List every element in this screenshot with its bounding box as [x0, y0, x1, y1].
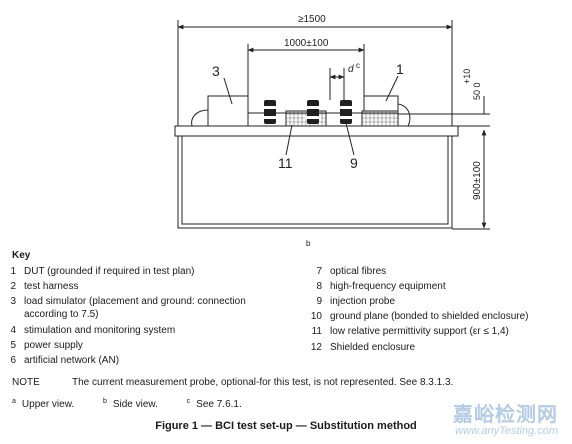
- key-text: high-frequency equipment: [330, 281, 446, 292]
- dimension-label-inner: 1000±100: [284, 38, 329, 49]
- key-number: 8: [316, 281, 322, 292]
- key-text: injection probe: [330, 296, 396, 307]
- key-text: optical fibres: [330, 266, 387, 277]
- callout-9: 9: [350, 155, 358, 171]
- key-text: power supply: [24, 340, 83, 351]
- footnotes: a Upper view. b Side view. c See 7.6.1.: [12, 398, 268, 410]
- footnote-marker-b: b: [306, 239, 311, 248]
- key-text: artificial network (AN): [24, 355, 120, 366]
- footnote-text: See 7.6.1.: [196, 399, 242, 410]
- dut: [363, 95, 399, 113]
- watermark-text: 嘉峪检测网: [453, 404, 558, 426]
- figure-caption: Figure 1 — BCI test set-up — Substitutio…: [155, 420, 417, 432]
- note-text: The current measurement probe, optional-…: [72, 377, 454, 388]
- key-title: Key: [12, 250, 31, 261]
- dimension-label-clear-bottom: 50 0: [472, 82, 482, 100]
- test-setup-diagram: ≥1500 1000±100 d c 3 1 11 9 +10 50 0 900…: [174, 14, 490, 248]
- footnote-text: Side view.: [112, 399, 158, 410]
- footnote-mark: a: [12, 398, 16, 405]
- key-text: ground plane (bonded to shielded enclosu…: [330, 311, 529, 322]
- dimension-label-clear-top: +10: [462, 69, 472, 84]
- footnote: b Side view.: [103, 398, 158, 410]
- watermark-logo: 嘉峪检测网 www.anyTesting.com: [453, 398, 558, 437]
- key-text: according to 7.5): [24, 309, 99, 320]
- dimension-label-height: 900±100: [472, 161, 483, 200]
- dimension-label-total: ≥1500: [298, 14, 326, 25]
- callout-3: 3: [212, 63, 220, 79]
- key-number: 7: [316, 266, 322, 277]
- note: NOTE The current measurement probe, opti…: [12, 377, 453, 388]
- key-number: 3: [10, 296, 16, 307]
- key-number: 11: [311, 326, 322, 337]
- key-number: 1: [10, 266, 16, 277]
- footnote-mark: c: [186, 398, 191, 405]
- footnote-marker-c: c: [356, 61, 360, 70]
- table-top: [174, 125, 459, 137]
- callout-1: 1: [396, 61, 404, 77]
- shielded-enclosure: [177, 135, 453, 229]
- key-number: 5: [10, 340, 16, 351]
- key-number: 12: [310, 342, 322, 353]
- watermark-url: www.anyTesting.com: [455, 425, 558, 437]
- key-number: 10: [310, 311, 322, 322]
- injection-probe: [338, 100, 354, 124]
- support-block-right: [361, 110, 399, 127]
- key-number: 2: [10, 281, 16, 292]
- key-number: 6: [10, 355, 16, 366]
- key-text: Shielded enclosure: [330, 342, 416, 353]
- key-text: load simulator (placement and ground: co…: [24, 296, 246, 307]
- callout-11: 11: [278, 155, 293, 171]
- key-number: 4: [10, 325, 16, 336]
- key-number: 9: [316, 296, 322, 307]
- footnote-mark: b: [102, 398, 107, 405]
- injection-probe: [305, 100, 321, 124]
- footnote: a Upper view.: [12, 398, 74, 410]
- footnote: c See 7.6.1.: [187, 398, 242, 410]
- load-simulator: [207, 95, 249, 127]
- injection-probe: [262, 100, 278, 124]
- note-label: NOTE: [12, 377, 40, 388]
- key-text: DUT (grounded if required in test plan): [24, 266, 195, 277]
- key-text: test harness: [24, 281, 79, 292]
- footnote-text: Upper view.: [21, 399, 75, 410]
- dimension-label-d: d: [348, 64, 354, 75]
- key-text: low relative permittivity support (εr ≤ …: [330, 326, 509, 337]
- key-text: stimulation and monitoring system: [24, 325, 176, 336]
